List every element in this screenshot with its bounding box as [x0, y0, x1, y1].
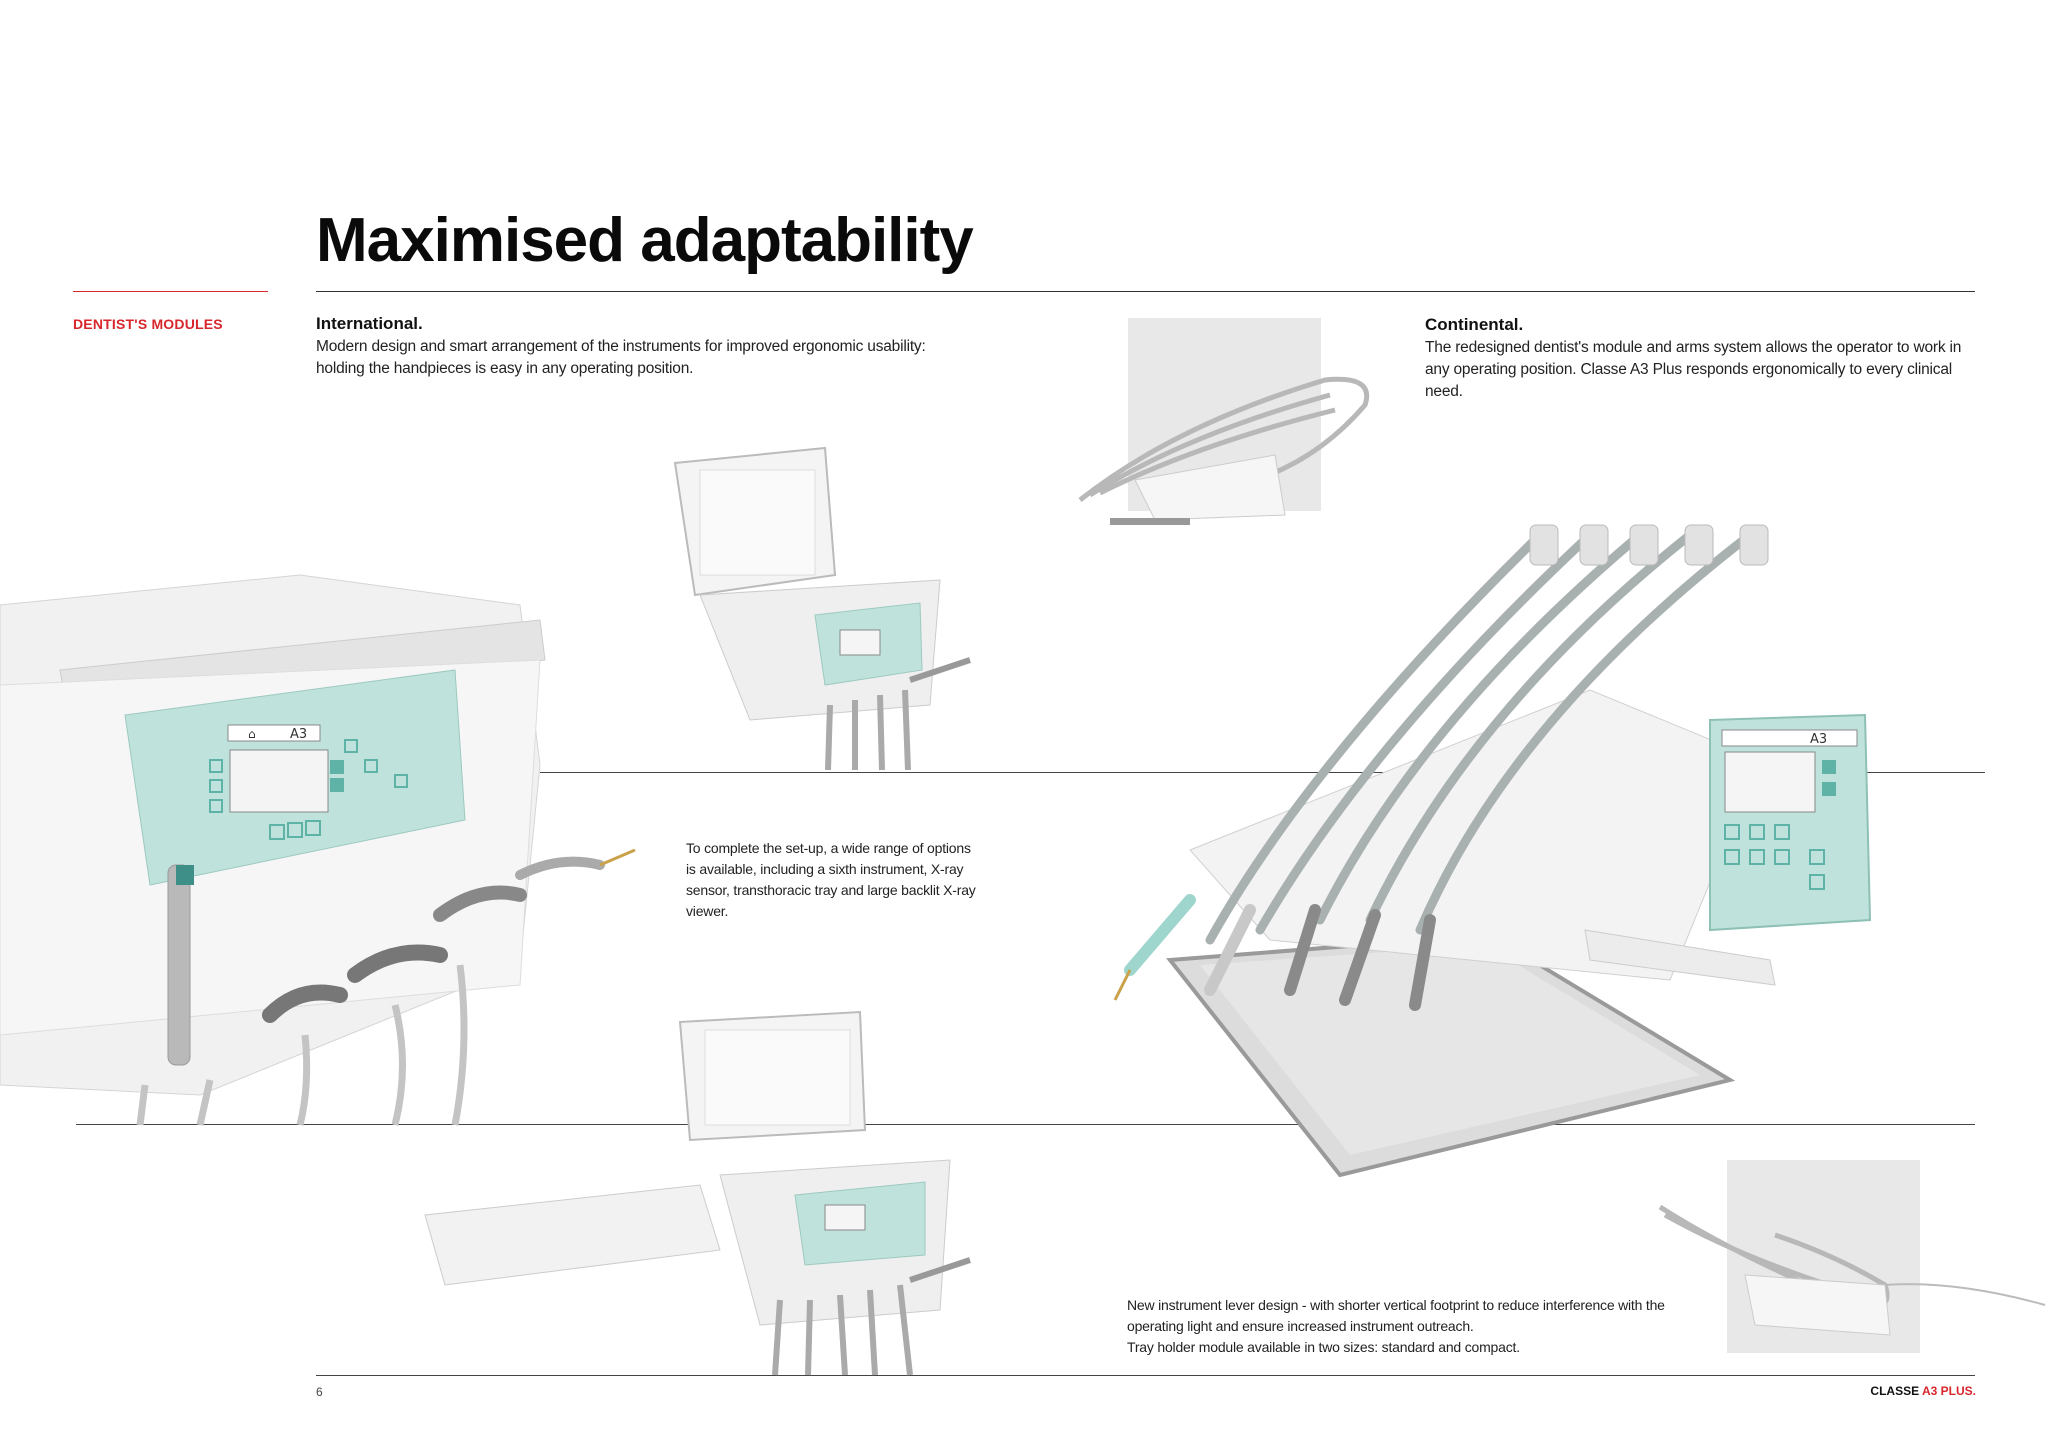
international-module-xray-image [673, 446, 971, 771]
footer-brand-name: CLASSE [1870, 1384, 1920, 1398]
lever-caption-line-1: New instrument lever design - with short… [1127, 1297, 1665, 1334]
international-title: International. [316, 314, 423, 333]
international-body: Modern design and smart arrangement of t… [316, 338, 926, 377]
lever-caption-line-2: Tray holder module available in two size… [1127, 1339, 1520, 1355]
footer-brand-model: A3 PLUS. [1921, 1384, 1976, 1398]
continental-display-text: A3 [1810, 732, 1827, 747]
options-caption: To complete the set-up, a wide range of … [686, 840, 976, 919]
panel-screen [229, 749, 329, 813]
page-number: 6 [316, 1385, 323, 1399]
international-module-tray-image [424, 1010, 971, 1376]
continental-body: The redesigned dentist's module and arms… [1425, 339, 1962, 400]
section-rule [73, 291, 268, 292]
footer-brand: CLASSE A3 PLUS. [1870, 1384, 1976, 1398]
continental-control-panel [1709, 713, 1872, 932]
international-module-image: A3 ⌂ [0, 574, 636, 1126]
lever-caption: New instrument lever design - with short… [1127, 1295, 1687, 1358]
home-icon: ⌂ [248, 727, 256, 741]
title-rule [316, 291, 1975, 292]
divider-line-middle [540, 772, 1985, 773]
continental-arms-thumbnail-image [1078, 376, 1369, 525]
plus-icon [330, 760, 344, 774]
divider-line-lower [76, 1124, 1975, 1125]
display-text: A3 [290, 727, 307, 742]
minus-icon [330, 778, 344, 792]
lever-thumbnail-image [1658, 1204, 2046, 1336]
continental-title: Continental. [1425, 315, 1524, 334]
continental-module-image: A3 [1113, 524, 1872, 1178]
section-label: DENTIST'S MODULES [73, 316, 223, 332]
footer-rule [316, 1375, 1975, 1376]
page-title: Maximised adaptability [316, 206, 974, 275]
